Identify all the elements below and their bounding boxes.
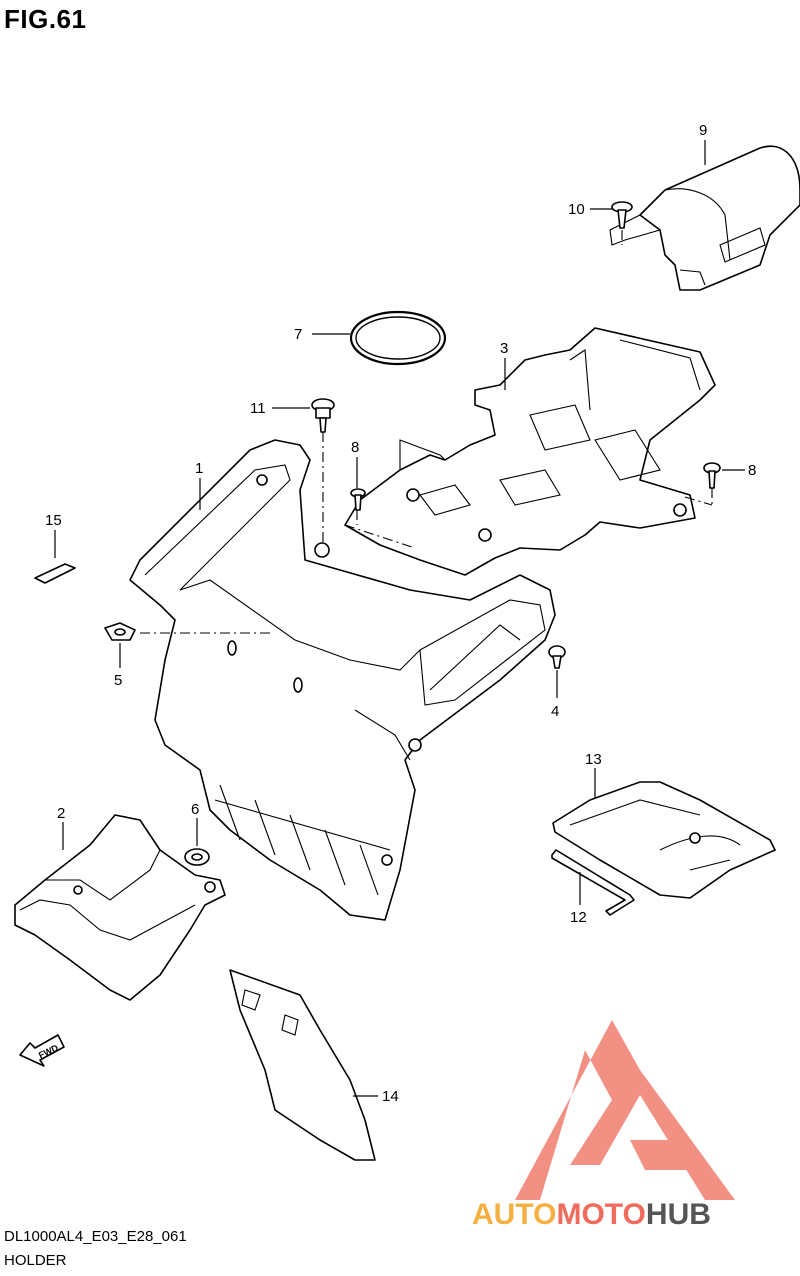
part-10-screw [611,201,633,229]
figure-title: FIG.61 [4,4,87,34]
part-15-pad [34,563,76,584]
part-8-screw-right [703,462,721,489]
watermark-moto: MOTO [556,1198,645,1231]
part-5-clip-nut [104,622,136,641]
callout-11: 11 [250,400,266,417]
callout-6: 6 [191,801,199,818]
callout-14: 14 [382,1088,399,1105]
part-11-bolt [311,398,335,433]
callout-7: 7 [294,326,302,343]
callout-4: 4 [551,703,559,720]
callout-3: 3 [500,340,508,357]
watermark-auto: AUTO [472,1198,556,1231]
callout-8-left: 8 [351,439,359,456]
part-13-plate [552,781,776,899]
callout-8-right: 8 [748,462,756,479]
part-1-rear-fender-holder [129,439,556,921]
part-9-cover [609,145,800,291]
watermark-text: AUTOMOTOHUB [472,1198,711,1231]
callout-1: 1 [195,460,203,477]
callout-15: 15 [45,512,62,529]
callout-5: 5 [114,672,122,689]
callout-12: 12 [570,909,587,926]
watermark-hub: HUB [646,1198,711,1231]
svg-text:AUTOMOTOHUB: AUTOMOTOHUB [472,1198,711,1231]
part-7-o-ring [349,310,447,366]
footer-code: DL1000AL4_E03_E28_061 [4,1228,187,1245]
leader-lines [54,140,745,1097]
part-2-lower-cover [14,814,226,1001]
part-3-holder-bracket [344,327,716,576]
callout-10: 10 [568,201,585,218]
part-6-washer [184,848,210,866]
callout-9: 9 [699,122,707,139]
footer-name: HOLDER [4,1252,67,1269]
callouts: 9 10 7 3 11 8 8 1 15 5 4 13 2 6 12 14 [45,122,756,1105]
callout-2: 2 [57,805,65,822]
part-8-screw-left [350,488,366,511]
part-12-hex-key [551,849,635,916]
fwd-arrow-icon: FWD [19,1034,65,1067]
callout-13: 13 [585,751,602,768]
watermark-logo [515,1020,735,1200]
part-4-bolt [548,645,566,669]
part-14-flap [229,969,376,1161]
